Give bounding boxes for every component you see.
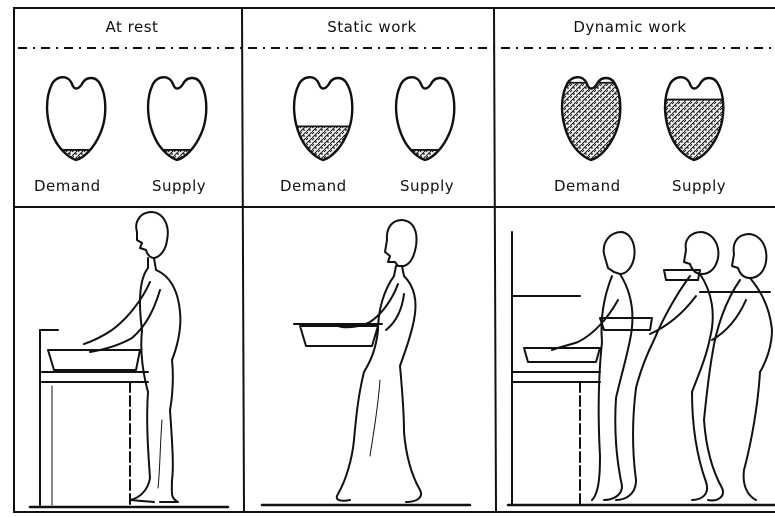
human-figure-icon [552,232,772,500]
work-surface-icon [40,330,148,505]
tray-icon [524,270,770,362]
tray-icon [48,350,140,370]
human-figure-icon [337,220,421,502]
human-figure-icon [84,212,180,502]
tray-icon [294,324,382,346]
work-surface-icon [512,232,600,505]
